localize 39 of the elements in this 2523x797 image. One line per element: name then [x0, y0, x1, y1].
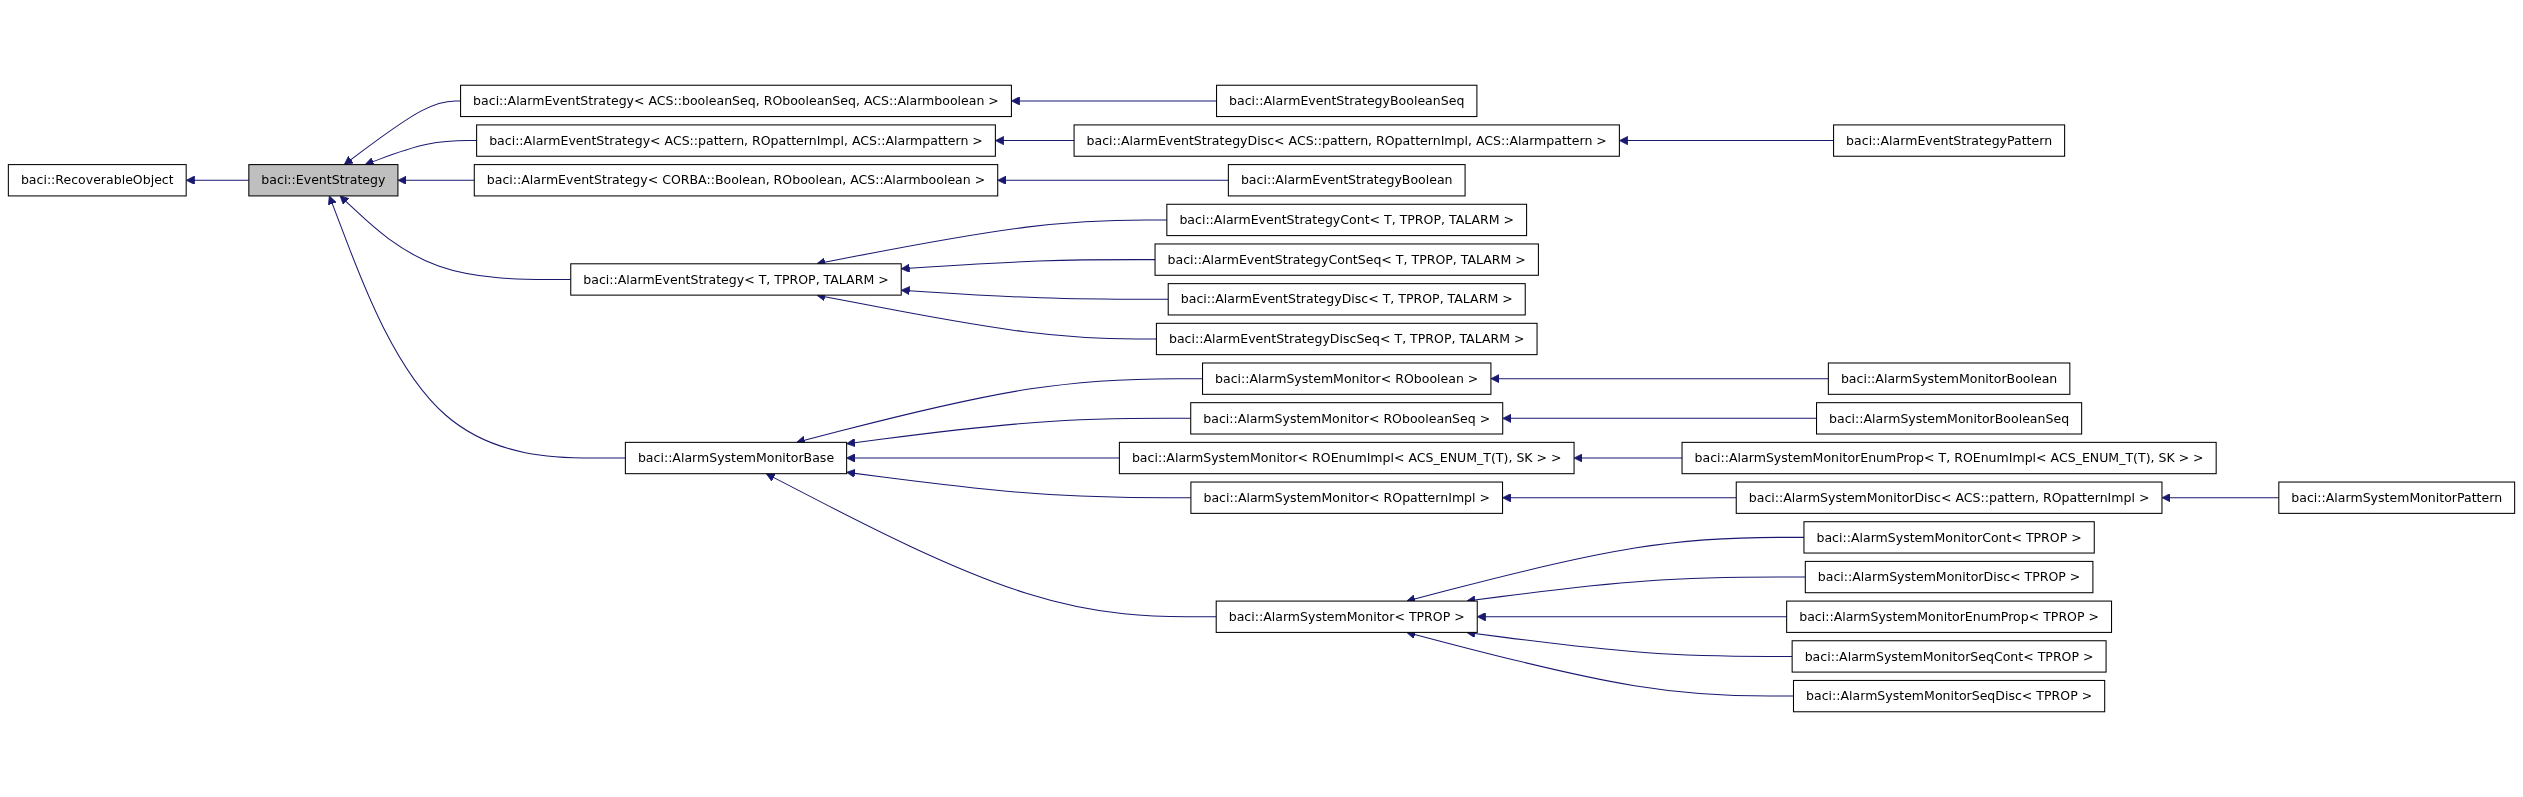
arrow: [1502, 493, 1737, 503]
node-box: baci::AlarmSystemMonitorEnumProp< TPROP >: [1786, 600, 2113, 633]
node-box: baci::AlarmSystemMonitorEnumProp< T, ROEnumImpl< ACS_ENUM_T(T), SK > >: [1681, 441, 2217, 475]
node-box: baci::AlarmEventStrategyDisc< ACS::pattern, ROpatternImpl, ACS::Alarmpattern >: [1073, 124, 1620, 157]
node-box: baci::AlarmEventStrategy< CORBA::Boolean, ROboolean, ACS::Alarmboolean >: [473, 164, 999, 197]
node-box: baci::AlarmSystemMonitorSeqCont< TPROP >: [1791, 640, 2107, 673]
node-box: baci::AlarmSystemMonitorDisc< ACS::pattern, ROpatternImpl >: [1735, 481, 2163, 514]
arrow: [846, 453, 1120, 463]
node-box: baci::AlarmEventStrategy< ACS::booleanSeq, RObooleanSeq, ACS::Alarmboolean >: [460, 84, 1012, 118]
node-box: baci::AlarmEventStrategy< T, TPROP, TALARM >: [570, 263, 902, 296]
node-box: baci::AlarmEventStrategy< ACS::pattern, ROpatternImpl, ACS::Alarmpattern >: [476, 124, 996, 157]
arrow: [1490, 374, 1829, 384]
node-box: baci::AlarmEventStrategyBooleanSeq: [1216, 84, 1478, 118]
node-box: baci::AlarmSystemMonitorCont< TPROP >: [1803, 521, 2095, 554]
node-box: baci::AlarmSystemMonitorBoolean: [1827, 362, 2071, 395]
node-box: baci::RecoverableObject: [7, 164, 187, 197]
arrow: [765, 473, 1217, 618]
arrow: [397, 175, 475, 185]
node-box: baci::AlarmSystemMonitor< ROEnumImpl< ACS_ENUM_T(T), SK > >: [1118, 441, 1575, 475]
arrow: [900, 259, 1156, 273]
node-box: baci::AlarmSystemMonitorPattern: [2278, 481, 2516, 514]
node-box: baci::AlarmEventStrategyPattern: [1833, 124, 2066, 157]
node-box: baci::AlarmSystemMonitorBooleanSeq: [1816, 402, 2083, 435]
arrow: [997, 175, 1229, 185]
node-box: baci::AlarmSystemMonitorSeqDisc< TPROP >: [1792, 679, 2106, 713]
node-box: baci::AlarmSystemMonitor< RObooleanSeq >: [1190, 402, 1504, 435]
node-box: baci::AlarmEventStrategyDiscSeq< T, TPROP, TALARM >: [1155, 322, 1538, 356]
node-box: baci::EventStrategy: [248, 164, 399, 197]
node-box: baci::AlarmSystemMonitorDisc< TPROP >: [1804, 560, 2094, 594]
node-box: baci::AlarmEventStrategyContSeq< T, TPROP, TALARM >: [1154, 243, 1539, 276]
node-box: baci::AlarmSystemMonitor< ROboolean >: [1202, 362, 1492, 395]
node-box: baci::AlarmEventStrategyBoolean: [1227, 164, 1466, 197]
arrow: [328, 195, 626, 459]
node-box: baci::AlarmEventStrategyDisc< T, TPROP, TALARM >: [1167, 283, 1526, 316]
node-box: baci::AlarmEventStrategyCont< T, TPROP, TALARM >: [1166, 203, 1528, 237]
arrow: [1406, 630, 1794, 697]
node-box: baci::AlarmSystemMonitor< ROpatternImpl >: [1190, 481, 1504, 514]
node-box: baci::AlarmSystemMonitorBase: [624, 441, 848, 475]
node-box: baci::AlarmSystemMonitor< TPROP >: [1215, 600, 1478, 633]
